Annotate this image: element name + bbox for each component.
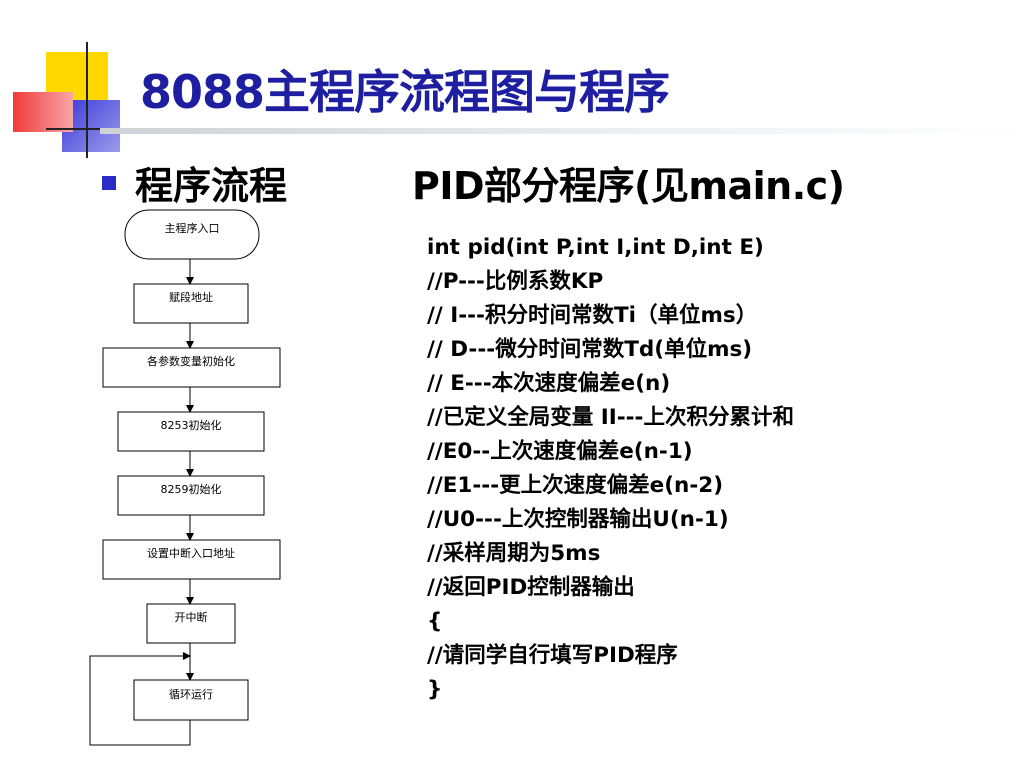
- flow-node-box: [133, 679, 249, 721]
- pid-code-listing: int pid(int P,int I,int D,int E) //P---比…: [427, 231, 794, 707]
- flow-node-param-init: 各参数变量初始化: [102, 347, 281, 388]
- flow-node-box: [117, 475, 265, 516]
- code-line: // I---积分时间常数Ti（单位ms）: [427, 303, 758, 328]
- flow-node-label: 8259初始化: [161, 482, 222, 496]
- decor-horizontal-line: [46, 128, 102, 130]
- flow-node-label: 8253初始化: [161, 418, 222, 432]
- flow-node-box: [146, 603, 236, 644]
- flow-node-entry: 主程序入口: [124, 209, 260, 260]
- decor-red-square: [13, 92, 73, 132]
- flow-node-label: 设置中断入口地址: [147, 546, 235, 560]
- code-line: //U0---上次控制器输出U(n-1): [427, 507, 729, 532]
- code-line: //采样周期为5ms: [427, 541, 601, 566]
- code-line: {: [427, 609, 443, 634]
- bullet-square-icon: [102, 176, 116, 190]
- flow-node-enable-interrupt: 开中断: [146, 603, 236, 644]
- flow-node-label: 各参数变量初始化: [147, 354, 235, 368]
- code-line: //P---比例系数KP: [427, 269, 604, 294]
- flow-node-8253-init: 8253初始化: [117, 411, 265, 452]
- page-title: 8088主程序流程图与程序: [140, 65, 670, 119]
- flow-node-label: 主程序入口: [165, 221, 220, 235]
- code-line: // D---微分时间常数Td(单位ms): [427, 337, 753, 362]
- flow-node-label: 循环运行: [169, 688, 213, 701]
- code-line: //返回PID控制器输出: [427, 575, 635, 600]
- code-line: //E1---更上次速度偏差e(n-2): [427, 473, 724, 498]
- flow-node-interrupt-vector: 设置中断入口地址: [102, 539, 281, 580]
- flow-node-box: [133, 283, 249, 324]
- code-line: // E---本次速度偏差e(n): [427, 371, 671, 396]
- flowchart-connectors: [89, 259, 194, 746]
- code-line: }: [427, 677, 443, 702]
- flow-node-main-loop: 循环运行: [133, 679, 249, 721]
- code-line: int pid(int P,int I,int D,int E): [427, 235, 764, 260]
- flow-node-box: [102, 347, 281, 388]
- flow-node-label: 开中断: [175, 610, 208, 624]
- title-underline: [100, 128, 1024, 134]
- flow-node-terminal-shape: [124, 209, 260, 260]
- flow-node-label: 赋段地址: [169, 290, 213, 304]
- flow-node-box: [117, 411, 265, 452]
- subheading-flow: 程序流程: [135, 164, 288, 208]
- loop-back-line: [89, 652, 191, 746]
- flow-node-8259-init: 8259初始化: [117, 475, 265, 516]
- subheading-pid: PID部分程序(见main.c): [412, 164, 845, 208]
- flow-node-box: [102, 539, 281, 580]
- decor-vertical-line: [86, 42, 88, 158]
- code-line: //E0--上次速度偏差e(n-1): [427, 439, 693, 464]
- code-line: //请同学自行填写PID程序: [427, 643, 678, 668]
- code-line: //已定义全局变量 II---上次积分累计和: [427, 405, 794, 430]
- flow-node-segment-address: 赋段地址: [133, 283, 249, 324]
